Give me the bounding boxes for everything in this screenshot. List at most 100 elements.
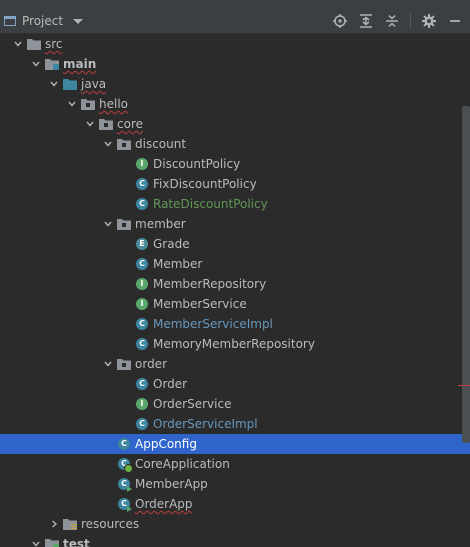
tree-item-label: java <box>81 77 107 91</box>
minimize-icon <box>450 20 460 22</box>
tree-item[interactable]: hello <box>0 94 470 114</box>
tree-item-label: OrderServiceImpl <box>153 417 258 431</box>
class-icon: C <box>134 336 150 352</box>
tree-item-label: Member <box>153 257 203 271</box>
java-source-root-icon <box>62 76 78 92</box>
project-view-selector[interactable]: Project <box>4 13 84 29</box>
tree-item-label: FixDiscountPolicy <box>153 177 257 191</box>
spring-boot-class-icon: C <box>116 456 133 473</box>
chevron-down-icon <box>73 18 84 24</box>
chevron-down-icon[interactable] <box>64 94 80 114</box>
class-icon: C <box>134 376 150 392</box>
crosshair-icon <box>333 14 347 28</box>
project-window-icon <box>4 16 16 26</box>
chevron-down-icon[interactable] <box>82 114 98 134</box>
tree-item-label: RateDiscountPolicy <box>153 197 268 211</box>
tree-item[interactable]: resources <box>0 514 470 534</box>
chevron-down-icon[interactable] <box>28 54 44 74</box>
tree-item-label: OrderService <box>153 397 232 411</box>
tree-item[interactable]: member <box>0 214 470 234</box>
tree-item-label: MemberService <box>153 297 247 311</box>
tree-item-label: test <box>63 537 90 547</box>
tree-item-label: OrderApp <box>135 497 193 511</box>
tree-item-label: core <box>117 117 143 131</box>
class-icon: C <box>134 196 150 212</box>
tree-item[interactable]: order <box>0 354 470 374</box>
tree-item-label: AppConfig <box>135 437 197 451</box>
package-icon <box>116 216 132 232</box>
toolbar-actions <box>323 12 464 30</box>
hide-panel-button[interactable] <box>446 12 464 30</box>
tree-item-label: src <box>45 37 63 51</box>
class-icon: C <box>134 416 150 432</box>
tree-item-label: DiscountPolicy <box>153 157 241 171</box>
tree-item-label: main <box>63 57 97 71</box>
expand-all-button[interactable] <box>357 12 375 30</box>
chevron-down-icon[interactable] <box>46 74 62 94</box>
tree-item-label: member <box>135 217 186 231</box>
interface-icon: I <box>134 296 150 312</box>
settings-button[interactable] <box>420 12 438 30</box>
package-icon <box>116 356 132 372</box>
enum-icon: E <box>134 236 150 252</box>
class-icon: C <box>134 176 150 192</box>
tree-item[interactable]: src <box>0 34 470 54</box>
tree-item[interactable]: main <box>0 54 470 74</box>
tree-item[interactable]: discount <box>0 134 470 154</box>
runnable-class-icon: C <box>116 476 132 492</box>
tree-item[interactable]: java <box>0 74 470 94</box>
class-icon: C <box>116 436 132 452</box>
tree-item-label: resources <box>81 517 140 531</box>
chevron-down-icon[interactable] <box>100 214 116 234</box>
tree-item[interactable]: test <box>0 534 470 547</box>
tree-item-label: Grade <box>153 237 190 251</box>
vertical-scrollbar[interactable] <box>462 106 470 443</box>
collapse-all-icon <box>386 14 398 28</box>
tree-item-label: MemberApp <box>135 477 208 491</box>
gear-icon <box>422 14 436 28</box>
chevron-down-icon[interactable] <box>100 134 116 154</box>
tree-item[interactable]: core <box>0 114 470 134</box>
runnable-class-icon: C <box>116 496 132 512</box>
tree-item-label: MemberRepository <box>153 277 267 291</box>
interface-icon: I <box>134 396 150 412</box>
chevron-down-icon[interactable] <box>28 534 44 547</box>
interface-icon: I <box>134 156 150 172</box>
scrollbar-error-marker <box>458 385 470 386</box>
chevron-right-icon[interactable] <box>46 514 62 534</box>
interface-icon: I <box>134 276 150 292</box>
collapse-all-button[interactable] <box>383 12 401 30</box>
chevron-down-icon[interactable] <box>100 354 116 374</box>
source-folder-icon <box>44 56 60 72</box>
tree-item-label: CoreApplication <box>135 457 230 471</box>
package-icon <box>116 136 132 152</box>
chevron-down-icon[interactable] <box>10 34 26 54</box>
class-icon: C <box>134 256 150 272</box>
tree-item-label: order <box>135 357 167 371</box>
select-opened-file-button[interactable] <box>331 12 349 30</box>
tree-item-label: hello <box>99 97 128 111</box>
run-badge-icon <box>127 486 132 492</box>
folder-icon <box>26 36 42 52</box>
package-icon <box>98 116 114 132</box>
tree-item-label: MemberServiceImpl <box>153 317 273 331</box>
package-icon <box>80 96 96 112</box>
